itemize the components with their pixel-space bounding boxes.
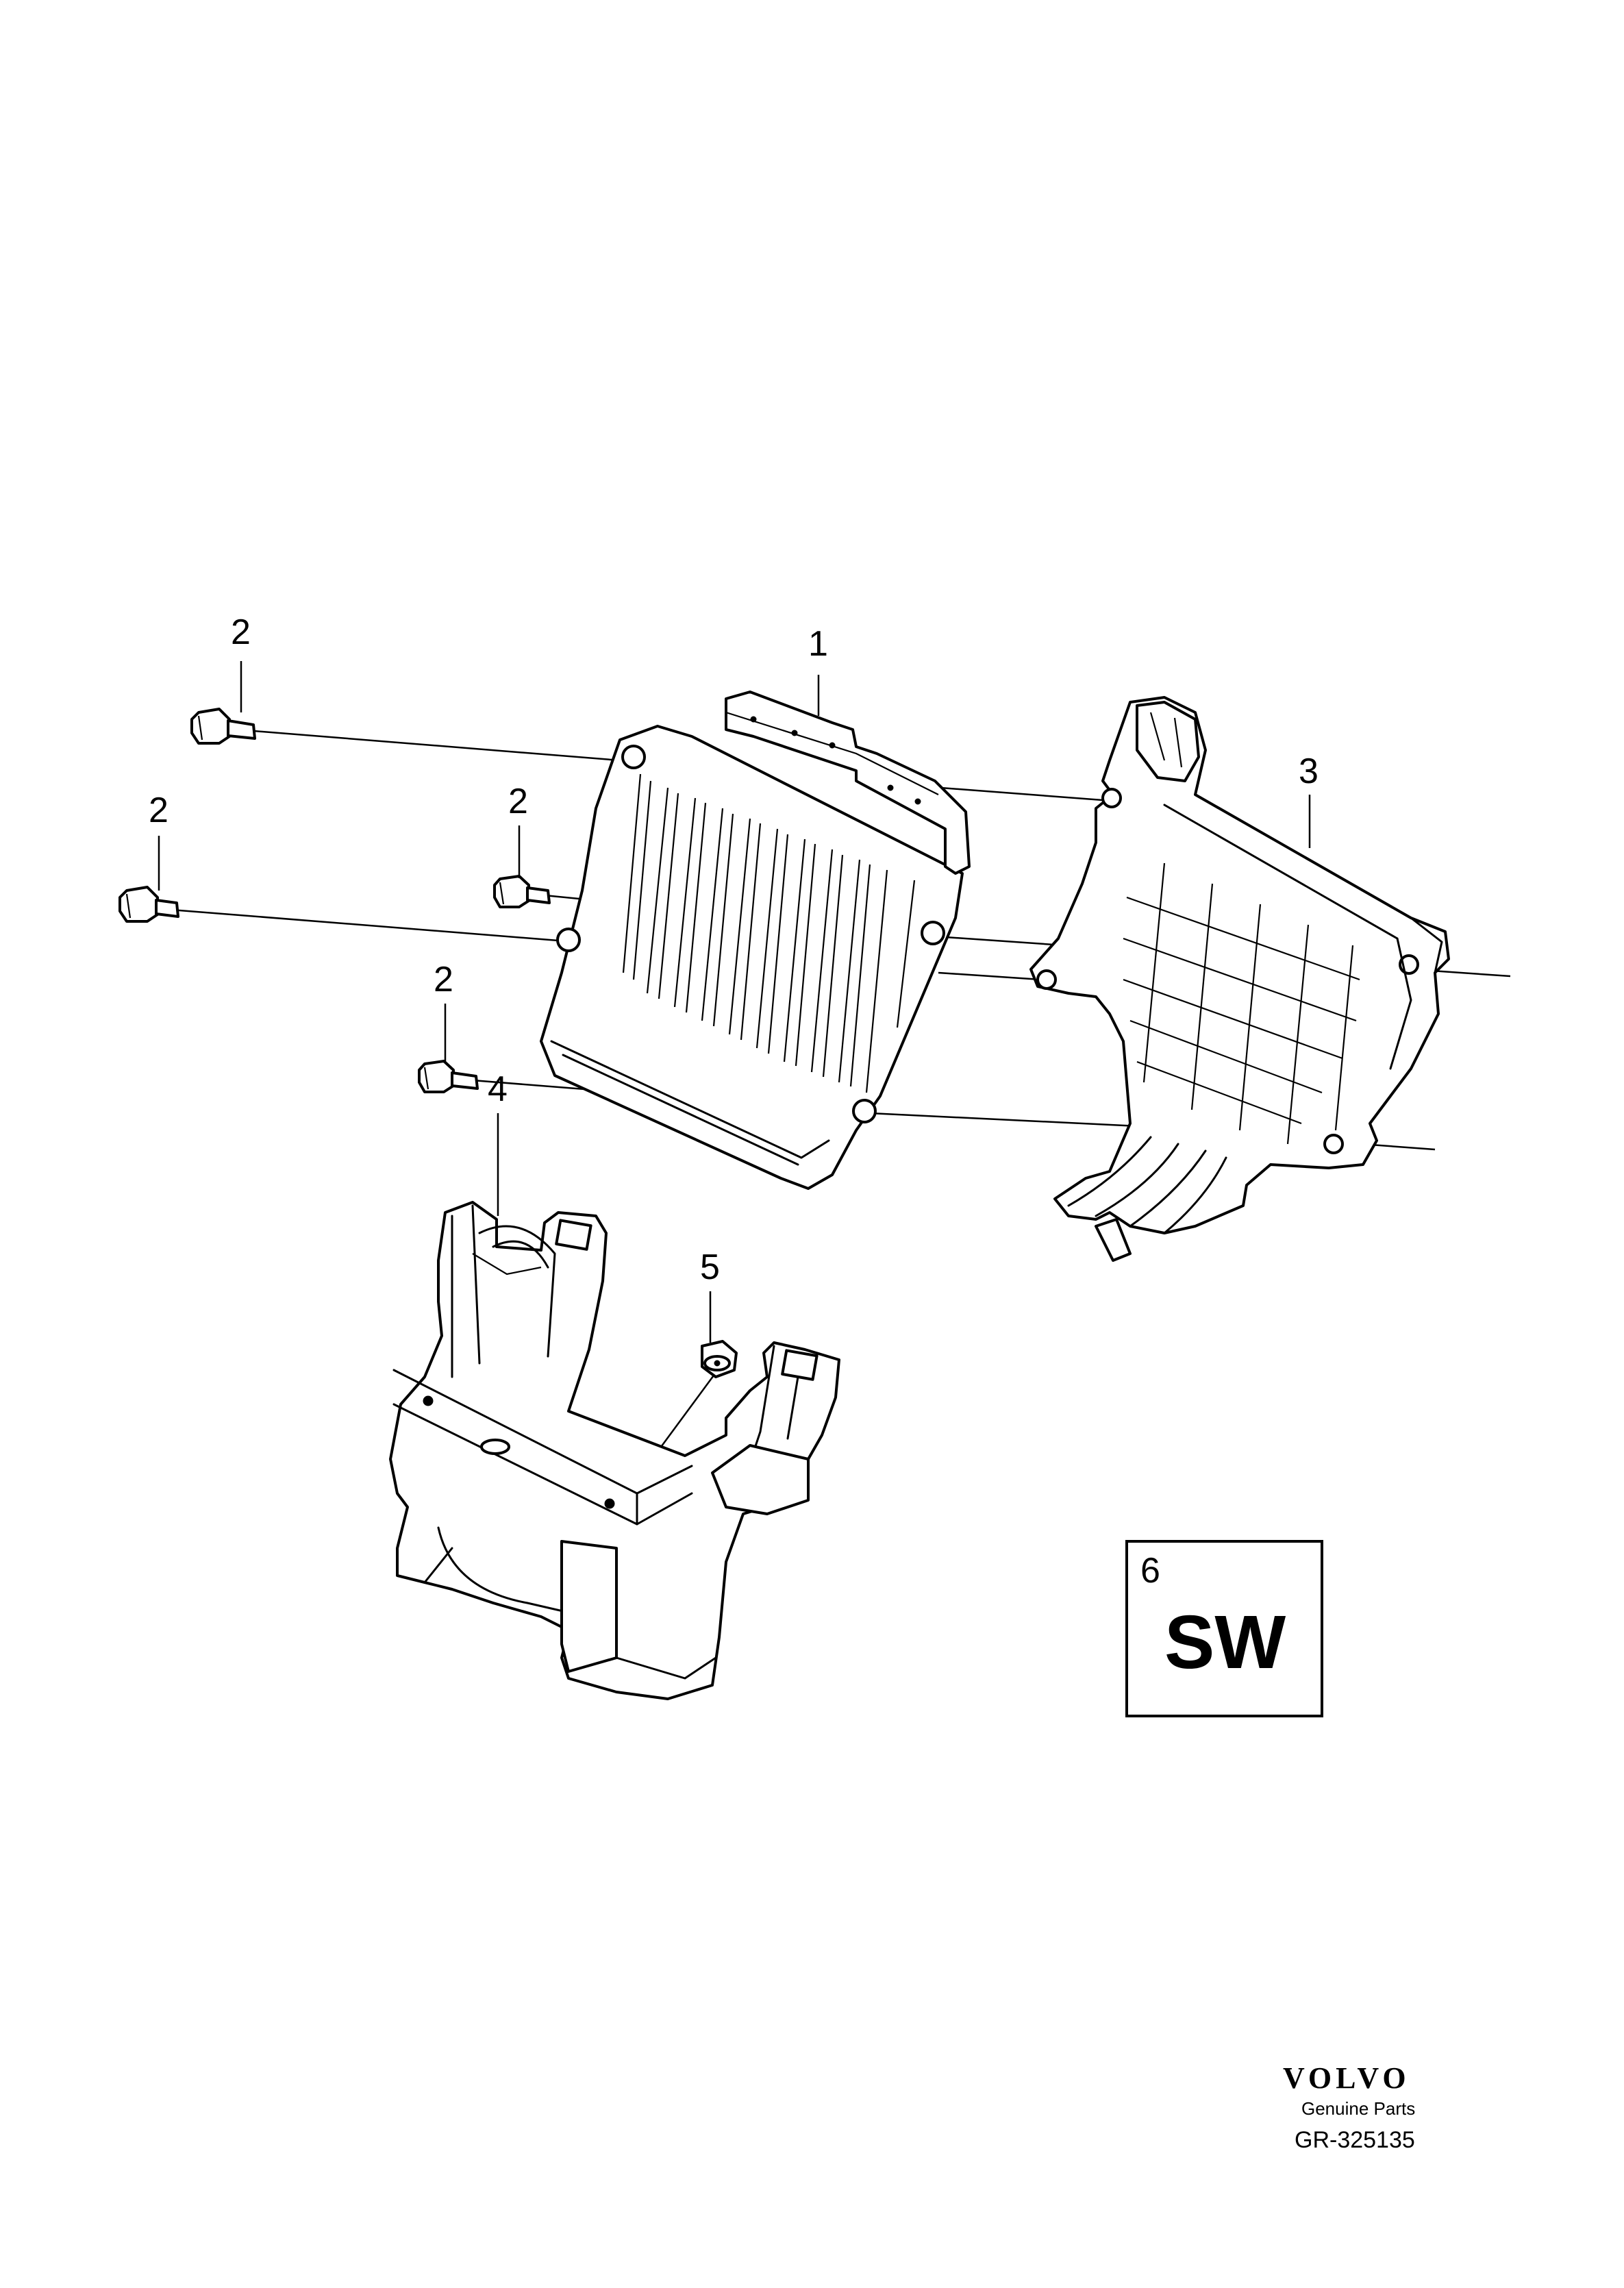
bolt-b-icon [118, 886, 179, 923]
bolt-c-icon [493, 875, 551, 908]
callout-bolt-c: 2 [508, 782, 528, 821]
footer-branding: VOLVO Genuine Parts GR-325135 [1283, 2061, 1415, 2153]
callout-cover: 3 [1299, 751, 1319, 791]
callout-ticks [158, 661, 1311, 1343]
callout-nut: 5 [700, 1247, 720, 1287]
software-box: 6 SW [1125, 1540, 1323, 1717]
cover-housing [1029, 696, 1450, 1262]
callout-bracket: 4 [488, 1069, 508, 1109]
mounting-bracket [389, 1201, 840, 1700]
brand-logo: VOLVO [1283, 2061, 1410, 2095]
nut-icon [701, 1340, 738, 1378]
diagram-reference: GR-325135 [1295, 2127, 1415, 2153]
callout-bolt-a: 2 [231, 612, 251, 652]
engine-control-module [540, 691, 971, 1190]
callout-labels: 1 2 2 2 2 3 4 5 [149, 612, 1319, 1287]
software-box-code: SW [1164, 1600, 1286, 1684]
callout-bolt-d: 2 [434, 960, 453, 999]
bolt-d-icon [418, 1060, 479, 1093]
callout-bolt-b: 2 [149, 791, 168, 830]
brand-tagline: Genuine Parts [1301, 2098, 1415, 2119]
bolt-a-icon [190, 708, 256, 745]
software-box-number: 6 [1140, 1551, 1160, 1591]
callout-ecu: 1 [808, 624, 828, 664]
